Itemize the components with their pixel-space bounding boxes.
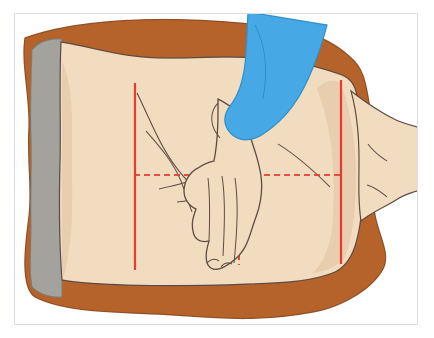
grey-base-shape bbox=[30, 39, 62, 297]
image-frame bbox=[14, 13, 418, 325]
medical-illustration bbox=[14, 13, 418, 325]
neck-shape bbox=[351, 91, 418, 221]
